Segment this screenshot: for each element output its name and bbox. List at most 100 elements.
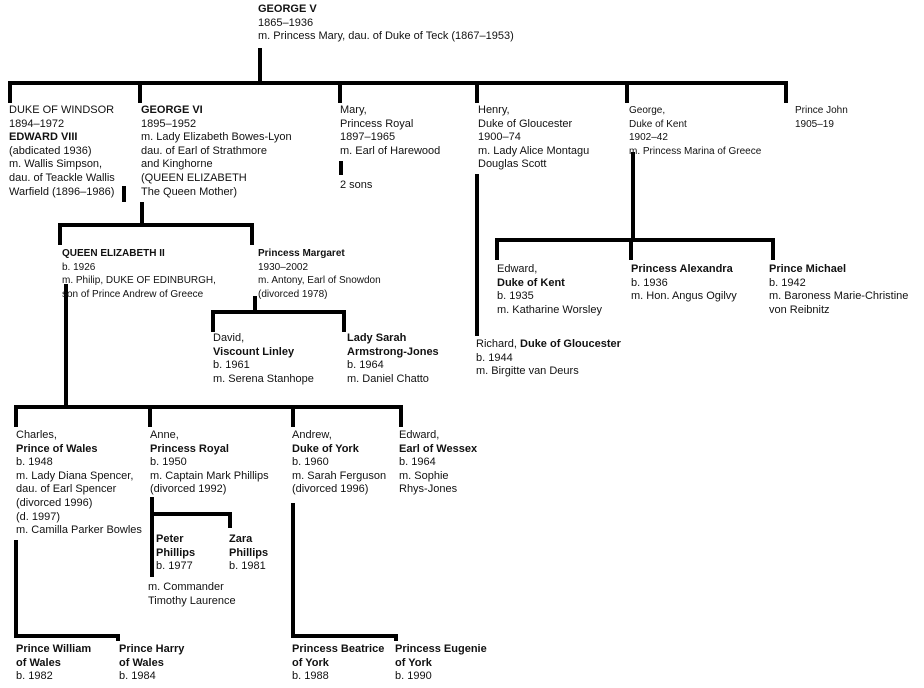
node-line: m. Lady Elizabeth Bowes-Lyon: [141, 131, 292, 144]
node-line: 1900–74: [478, 131, 521, 144]
node-line: and Kinghorne: [141, 158, 213, 171]
node-line: Anne,: [150, 429, 179, 441]
node-line: Timothy Laurence: [148, 594, 236, 607]
connector-line: [8, 81, 788, 85]
node-line: 2 sons: [340, 179, 373, 191]
connector-line: [339, 161, 343, 175]
connector-line: [58, 223, 254, 227]
node-line: m. Lady Alice Montagu: [478, 144, 590, 157]
node-line: Duke of Kent: [629, 118, 687, 130]
node-line: of York: [395, 656, 432, 669]
node-line: Duke of Gloucester: [478, 117, 573, 130]
node-line: Andrew,: [292, 429, 332, 441]
node-line: EDWARD VIII: [9, 131, 78, 144]
node-line: b. 1926: [62, 261, 96, 273]
node-line: Lady Sarah: [347, 332, 407, 344]
node-line: m. Antony, Earl of Snowdon: [258, 275, 381, 287]
node-line: m. Princess Marina of Greece: [629, 145, 762, 157]
node-line: of Wales: [119, 656, 164, 669]
node-line: Peter: [156, 533, 184, 545]
node-line: Viscount Linley: [213, 345, 295, 358]
node-line: (divorced 1992): [150, 483, 227, 496]
node-line: b. 1948: [16, 456, 53, 469]
connector-line: [211, 310, 215, 332]
connector-line: [258, 48, 262, 84]
connector-line: [14, 405, 403, 409]
node-line-part: Richard,: [476, 338, 521, 350]
node-line: b. 1964: [347, 359, 384, 372]
node-line: The Queen Mother): [141, 185, 237, 198]
node-line: Earl of Wessex: [399, 442, 478, 455]
node-line: Warfield (1896–1986): [9, 185, 115, 198]
connector-line: [475, 174, 479, 336]
connector-line: [64, 284, 68, 408]
connector-line: [14, 540, 18, 638]
node-line: Richard, Duke of Gloucester: [476, 338, 621, 352]
connector-line: [495, 238, 775, 242]
node-line: 1930–2002: [258, 261, 309, 273]
node-line: Edward,: [497, 263, 538, 275]
node-line: b. 1935: [497, 290, 534, 303]
node-line: m. Birgitte van Deurs: [476, 365, 579, 378]
node-line: 1905–19: [795, 118, 834, 130]
node-line: Prince Harry: [119, 643, 185, 655]
node-line: b. 1984: [119, 670, 156, 683]
node-line: m. Daniel Chatto: [347, 372, 429, 385]
connector-line: [495, 238, 499, 260]
connector-line: [58, 223, 62, 245]
node-line: 1902–42: [629, 132, 668, 144]
node-line: m. Captain Mark Phillips: [150, 469, 269, 482]
node-line: Douglas Scott: [478, 158, 547, 171]
node-line: Princess Alexandra: [631, 263, 733, 275]
node-line: of Wales: [16, 656, 61, 669]
node-line: m. Sophie: [399, 469, 449, 482]
node-line: Zara: [229, 533, 253, 545]
node-line: Prince William: [16, 643, 92, 655]
node-line: of York: [292, 656, 329, 669]
node-line: Armstrong-Jones: [347, 345, 439, 358]
node-line: (abdicated 1936): [9, 144, 92, 157]
node-line: m. Serena Stanhope: [213, 372, 314, 385]
node-line: m. Wallis Simpson,: [9, 158, 103, 171]
connector-line: [399, 405, 403, 427]
node-line: Princess Beatrice: [292, 643, 385, 655]
node-line: m. Camilla Parker Bowles: [16, 524, 142, 537]
connector-line: [475, 81, 479, 103]
node-line: m. Philip, DUKE OF EDINBURGH,: [62, 275, 216, 287]
node-line: b. 1961: [213, 359, 250, 372]
node-line: Princess Royal: [340, 117, 414, 130]
node-line: Duke of York: [292, 442, 359, 455]
connector-line: [250, 223, 254, 245]
node-line: Edward,: [399, 429, 440, 441]
connector-line: [228, 512, 232, 528]
node-line: b. 1960: [292, 456, 329, 469]
node-line: (d. 1997): [16, 510, 61, 523]
node-line: Princess Eugenie: [395, 643, 487, 655]
node-line: son of Prince Andrew of Greece: [62, 288, 204, 300]
connector-line: [771, 238, 775, 260]
connector-line: [148, 405, 152, 427]
node-line-part: Duke of Gloucester: [520, 338, 621, 350]
node-line: Duke of Kent: [497, 276, 565, 289]
connector-line: [338, 81, 342, 103]
connector-line: [629, 238, 633, 260]
node-line: m. Sarah Ferguson: [292, 469, 387, 482]
node-line: m. Hon. Angus Ogilvy: [631, 290, 737, 303]
node-line: George,: [629, 105, 666, 116]
connector-line: [342, 310, 346, 332]
connector-line: [253, 296, 257, 312]
connector-line: [291, 503, 295, 638]
